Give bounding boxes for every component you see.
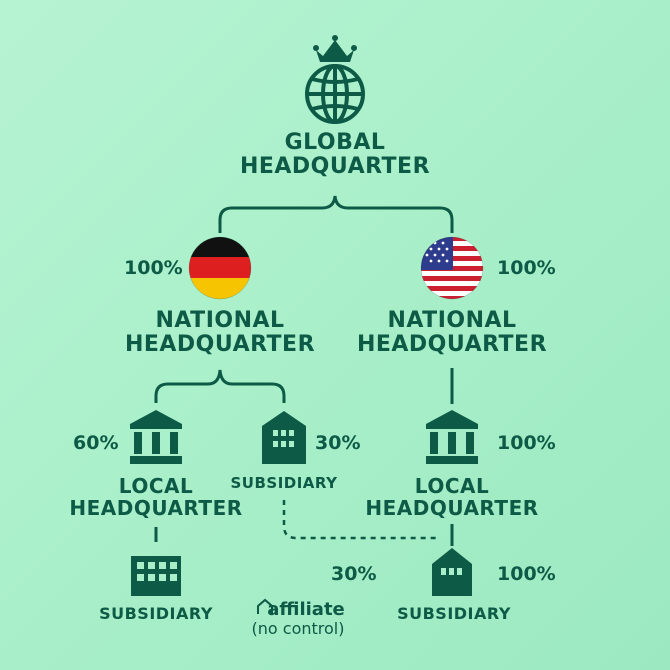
- affiliate-label: affiliate (no control): [238, 600, 358, 637]
- germany-brace-connector: [154, 369, 286, 403]
- germany-title-line2: HEADQUARTER: [124, 332, 316, 358]
- house-building-icon: [432, 548, 472, 596]
- local-us-title-line1: LOCAL: [414, 474, 490, 498]
- local-us-title-line2: HEADQUARTER: [365, 496, 539, 520]
- global-title-line2: HEADQUARTER: [239, 154, 431, 180]
- sub-de-ownership-percent: 30%: [315, 432, 361, 454]
- usa-national-title: NATIONAL HEADQUARTER: [332, 308, 572, 358]
- sub-de-title: SUBSIDIARY: [230, 474, 338, 492]
- global-title-line1: GLOBAL: [284, 130, 386, 155]
- office-building-icon: [131, 556, 181, 596]
- affiliate-house-icon: [257, 598, 273, 614]
- germany-title-line1: NATIONAL: [155, 308, 285, 333]
- bank-icon: [426, 410, 478, 464]
- germany-ownership-percent: 100%: [124, 257, 183, 279]
- local-de-title-line1: LOCAL: [118, 474, 194, 498]
- usa-title-line2: HEADQUARTER: [356, 332, 548, 358]
- sub-local-de-title: SUBSIDIARY: [99, 604, 213, 623]
- global-title: GLOBAL HEADQUARTER: [185, 130, 485, 180]
- germany-flag-icon: [189, 237, 251, 299]
- usa-title-line1: NATIONAL: [387, 308, 517, 333]
- sub-us-title: SUBSIDIARY: [397, 604, 511, 623]
- sub-us-ownership-percent: 100%: [497, 563, 556, 585]
- globe-icon: [305, 64, 365, 124]
- office-building-icon: [262, 411, 306, 464]
- germany-national-title: NATIONAL HEADQUARTER: [100, 308, 340, 358]
- bank-icon: [130, 410, 182, 464]
- local-de-ownership-percent: 60%: [73, 432, 119, 454]
- local-de-title: LOCAL HEADQUARTER: [56, 475, 256, 519]
- local-de-title-line2: HEADQUARTER: [69, 496, 243, 520]
- crown-icon: [313, 35, 357, 62]
- affiliate-subtitle: (no control): [251, 618, 345, 638]
- usa-ownership-percent: 100%: [497, 257, 556, 279]
- usa-flag-icon: [421, 237, 483, 299]
- affiliate-title: affiliate: [267, 599, 345, 620]
- global-brace-connector: [218, 195, 454, 233]
- affiliate-ownership-percent: 30%: [331, 563, 377, 585]
- local-us-ownership-percent: 100%: [497, 432, 556, 454]
- local-us-title: LOCAL HEADQUARTER: [352, 475, 552, 519]
